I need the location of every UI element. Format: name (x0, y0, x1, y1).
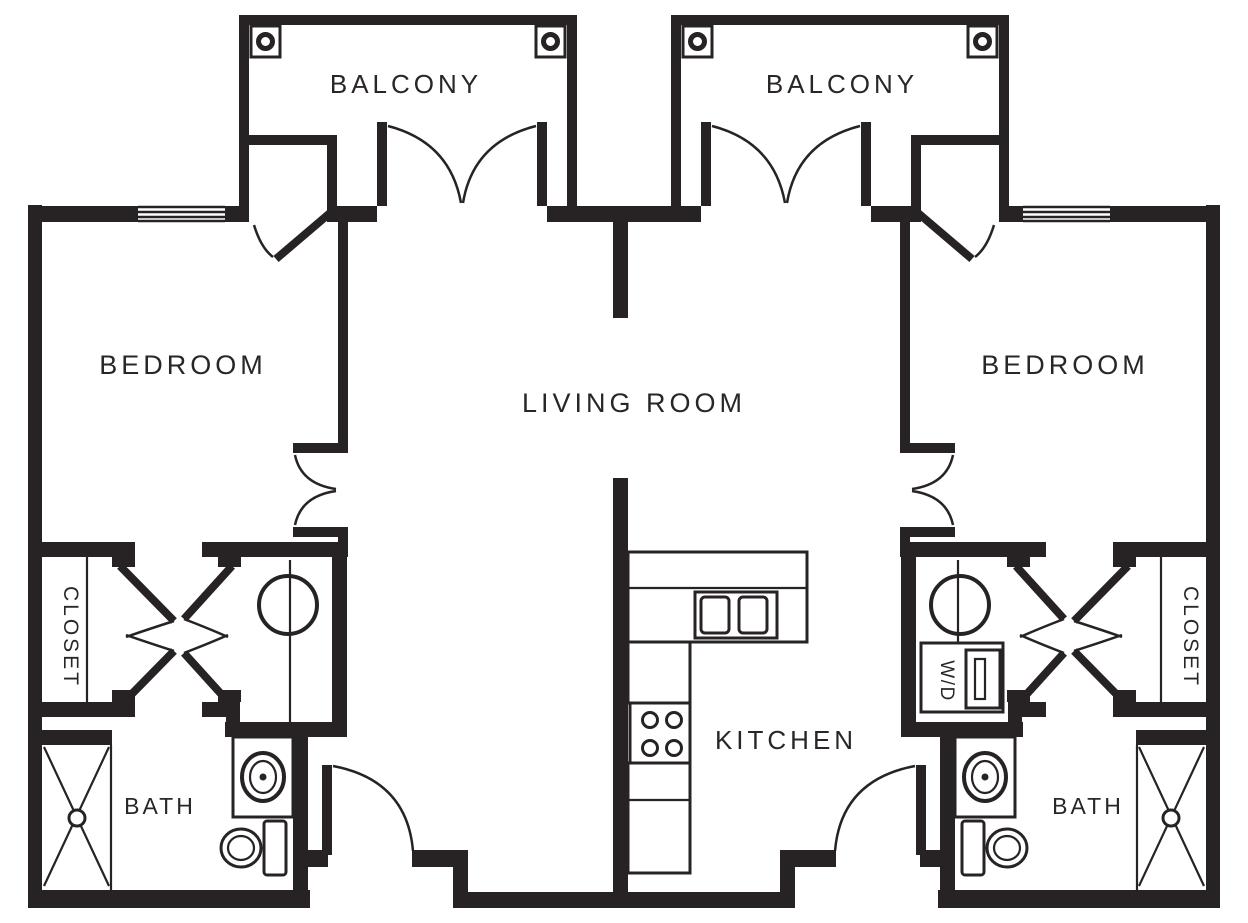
light-icon (681, 24, 714, 59)
label-bedroom-left: BEDROOM (99, 350, 267, 380)
balcony-bedroom-door-right (915, 209, 996, 263)
balcony-light-icons (249, 24, 999, 59)
bifold-doors-left-apartment (117, 563, 235, 709)
window-left (138, 205, 225, 223)
shower-right (1135, 745, 1205, 890)
bifold-doors-right-apartment (1013, 563, 1131, 709)
french-doors-right (701, 122, 871, 206)
stacked-washer-left (257, 560, 319, 722)
toilet-left (219, 819, 288, 877)
label-kitchen: KITCHEN (715, 725, 857, 755)
bedroom-double-doors-right (910, 443, 955, 537)
wall-center-lower-stub (613, 478, 628, 892)
vanity-sink-right (953, 735, 1017, 819)
balcony-bedroom-door-left (252, 209, 333, 263)
range-icon (628, 701, 692, 765)
label-washer-dryer: W/D (936, 660, 957, 701)
label-bedroom-right: BEDROOM (981, 350, 1149, 380)
walls (28, 15, 1220, 908)
washer-dryer-right (919, 560, 1005, 714)
label-bath-right: BATH (1052, 793, 1124, 819)
french-doors-left (377, 122, 547, 206)
light-icon (534, 24, 567, 59)
kitchen-double-sink (693, 590, 779, 640)
light-icon (249, 24, 282, 59)
entry-door-right (833, 764, 926, 855)
label-bath-left: BATH (124, 793, 196, 819)
vanity-sink-left (231, 735, 295, 819)
light-icon (966, 24, 999, 59)
label-closet-right: CLOSET (1179, 586, 1202, 688)
bedroom-double-doors-left (293, 443, 338, 537)
room-labels: BALCONY BALCONY BEDROOM BEDROOM LIVING R… (59, 69, 1202, 819)
wall-left-outer (28, 205, 42, 908)
kitchen-counters (626, 550, 809, 875)
window-right (1023, 205, 1110, 223)
entry-door-left (322, 764, 415, 855)
label-balcony-left: BALCONY (330, 69, 482, 99)
label-closet-left: CLOSET (59, 586, 82, 688)
wall-center-upper-stub (613, 222, 628, 318)
wall-right-outer (1206, 205, 1220, 908)
label-balcony-right: BALCONY (766, 69, 918, 99)
toilet-right (960, 819, 1029, 877)
shower-left (43, 745, 113, 890)
label-living-room: LIVING ROOM (522, 388, 746, 418)
